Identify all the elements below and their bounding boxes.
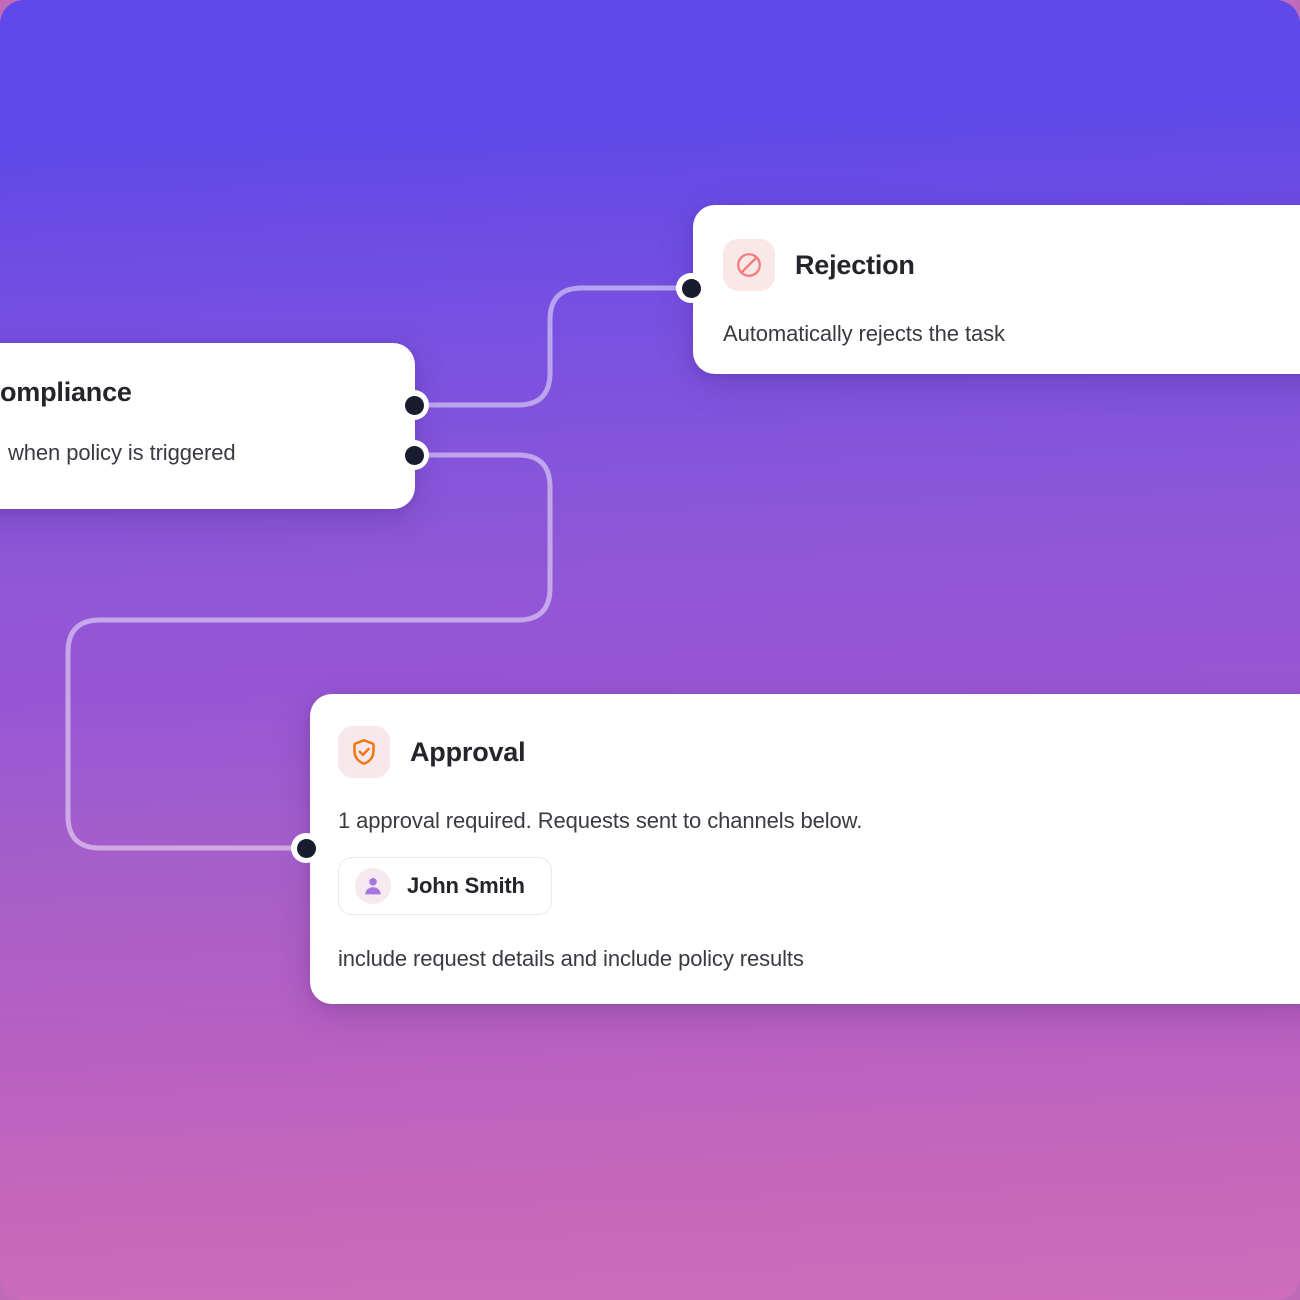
port-rejection-input[interactable]: [676, 273, 706, 303]
node-card-compliance[interactable]: ompliance when policy is triggered: [0, 343, 415, 509]
port-compliance-output-bottom[interactable]: [399, 440, 429, 470]
compliance-description: when policy is triggered: [8, 440, 236, 465]
approval-channel-name: John Smith: [407, 873, 525, 898]
rejection-description: Automatically rejects the task: [723, 321, 1005, 346]
approval-description: 1 approval required. Requests sent to ch…: [338, 808, 863, 833]
approval-footer-note: include request details and include poli…: [338, 946, 804, 971]
edge-compliance-to-rejection: [411, 285, 694, 408]
port-approval-input[interactable]: [291, 833, 321, 863]
rejection-header: Rejection: [693, 239, 1300, 291]
approval-header: Approval: [310, 726, 1300, 778]
node-card-approval[interactable]: Approval 1 approval required. Requests s…: [310, 694, 1300, 1004]
node-card-rejection[interactable]: Rejection Automatically rejects the task: [693, 205, 1300, 374]
rejection-title: Rejection: [795, 249, 915, 280]
shield-check-icon: [338, 726, 390, 778]
compliance-title: ompliance: [0, 377, 132, 407]
person-avatar-icon: [355, 868, 391, 904]
approval-channel-chip[interactable]: John Smith: [338, 857, 552, 915]
approval-title: Approval: [410, 736, 526, 767]
compliance-header: ompliance: [0, 377, 415, 408]
prohibition-icon: [723, 239, 775, 291]
port-compliance-output-top[interactable]: [399, 390, 429, 420]
